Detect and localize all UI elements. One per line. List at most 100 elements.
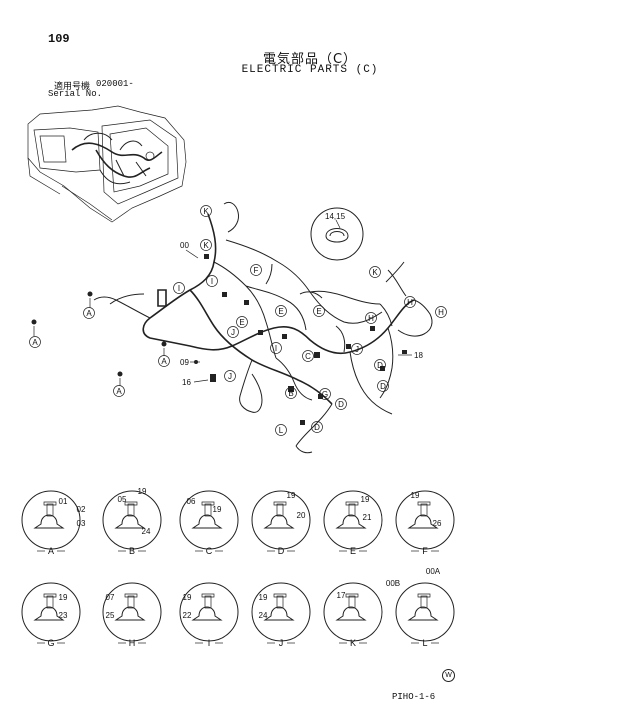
detail-l: L 00B 00A — [386, 567, 455, 648]
callout-e: E — [236, 316, 248, 328]
detail-caption: I — [208, 638, 211, 648]
callout-f: F — [250, 264, 262, 276]
footer-code: PIHO-1-6 — [392, 692, 436, 702]
wiring-harness — [93, 201, 433, 454]
svg-text:A: A — [116, 387, 122, 396]
part-number-label: 00 — [180, 241, 189, 250]
svg-text:F: F — [254, 266, 259, 275]
page-title-japanese: 電気部品（C） — [262, 52, 358, 67]
svg-text:G: G — [322, 390, 328, 399]
callout-l: L — [275, 424, 287, 436]
svg-text:K: K — [372, 268, 378, 277]
footer-mark: W — [442, 669, 455, 682]
callout-a: A — [83, 307, 95, 319]
callout-k: K — [369, 266, 381, 278]
svg-text:A: A — [161, 357, 167, 366]
detail-caption: L — [422, 638, 427, 648]
detail-i: I 19 22 — [179, 582, 239, 648]
svg-text:H: H — [438, 308, 444, 317]
callout-i: I — [270, 342, 282, 354]
svg-text:H: H — [368, 314, 374, 323]
detail-g: G 19 23 — [21, 582, 81, 648]
part-number-label: 19 — [213, 505, 222, 514]
part-number-label: 25 — [106, 611, 115, 620]
part-number-label: 22 — [183, 611, 192, 620]
part-number-label: 19 — [59, 593, 68, 602]
detail-k: K 17 — [323, 582, 383, 648]
part-number-label: 17 — [337, 591, 346, 600]
detail-caption: J — [279, 638, 284, 648]
callout-h: H — [404, 296, 416, 308]
callout-d: D — [311, 421, 323, 433]
part-number-label: 21 — [363, 513, 372, 522]
svg-text:H: H — [407, 298, 413, 307]
part-number-label: 18 — [414, 351, 423, 360]
callout-a: A — [29, 336, 41, 348]
serial-label: Serial No. — [48, 89, 103, 99]
callout-e: E — [313, 305, 325, 317]
connectors — [31, 254, 407, 425]
detail-caption: C — [206, 546, 213, 556]
part-number-label: 05 — [118, 495, 127, 504]
callout-g: G — [319, 388, 331, 400]
svg-text:B: B — [288, 389, 293, 398]
callout-k: K — [200, 205, 212, 217]
part-number-label: 19 — [183, 593, 192, 602]
clamp-detail-label: 14,15 — [325, 212, 346, 221]
callout-b: B — [285, 387, 297, 399]
part-number-label: 00A — [426, 567, 441, 576]
part-number-label: 23 — [59, 611, 68, 620]
detail-caption: G — [47, 638, 54, 648]
detail-caption: K — [350, 638, 356, 648]
svg-text:A: A — [32, 338, 38, 347]
part-number-label: 02 — [77, 505, 86, 514]
serial-label-japanese: 適用号機 — [54, 82, 91, 92]
serial-value: 020001- — [96, 79, 134, 89]
callout-h: H — [435, 306, 447, 318]
detail-caption: D — [278, 546, 285, 556]
callout-i: I — [206, 275, 218, 287]
part-number-label: 00B — [386, 579, 400, 588]
svg-text:E: E — [278, 307, 283, 316]
svg-text:D: D — [380, 382, 386, 391]
callout-j: J — [351, 343, 363, 355]
part-number-label: 09 — [180, 358, 189, 367]
svg-text:K: K — [203, 207, 209, 216]
svg-text:E: E — [316, 307, 321, 316]
part-number-label: 19 — [287, 491, 296, 500]
svg-text:A: A — [86, 309, 92, 318]
callout-h: H — [365, 312, 377, 324]
part-number-label: 19 — [259, 593, 268, 602]
svg-text:K: K — [203, 241, 209, 250]
part-number-label: 24 — [259, 611, 268, 620]
svg-text:J: J — [355, 345, 359, 354]
part-number-label: 19 — [138, 487, 147, 496]
detail-views: A010203B051924C0619D1920E1921F1926G1923H… — [21, 487, 455, 648]
callout-e: E — [275, 305, 287, 317]
svg-text:I: I — [211, 277, 213, 286]
callout-j: J — [227, 326, 239, 338]
svg-text:D: D — [314, 423, 320, 432]
svg-text:D: D — [338, 400, 344, 409]
svg-text:L: L — [279, 426, 284, 435]
page-number: 109 — [48, 32, 70, 46]
callout-c: C — [302, 350, 314, 362]
svg-text:D: D — [377, 361, 383, 370]
part-number-label: 20 — [297, 511, 306, 520]
leader-lines — [33, 249, 412, 386]
detail-d: D 19 20 — [251, 490, 311, 556]
callout-a: A — [158, 355, 170, 367]
callout-a: A — [113, 385, 125, 397]
svg-text:E: E — [239, 318, 244, 327]
part-number-label: 03 — [77, 519, 86, 528]
part-number-label: 24 — [142, 527, 151, 536]
svg-text:J: J — [228, 372, 232, 381]
svg-text:J: J — [231, 328, 235, 337]
callout-d: D — [374, 359, 386, 371]
